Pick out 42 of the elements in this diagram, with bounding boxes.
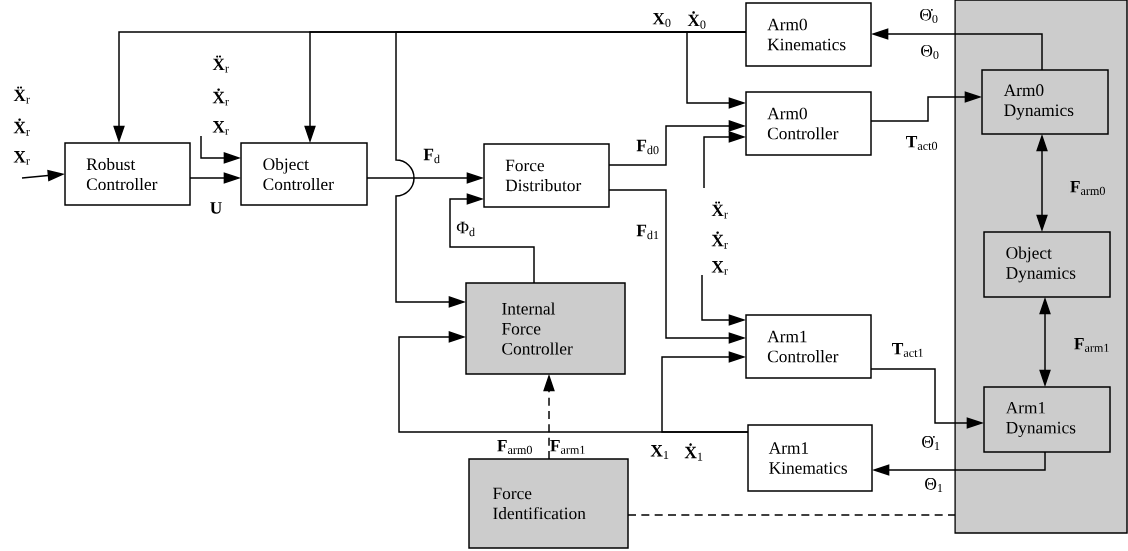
signal-label: Θ̇$_{1}$ xyxy=(922,436,940,450)
signal-label: Ẍ$_{r}$ xyxy=(212,55,229,73)
signal-label: F$_{arm1}$ xyxy=(550,440,585,454)
signal-label: X$_{r}$ xyxy=(212,121,229,135)
edge-label: F$_{d}$ xyxy=(422,147,442,165)
edge-label: F$_{d1}$ xyxy=(635,223,662,241)
arrow xyxy=(686,31,747,109)
edge-label: T$_{act0}$ xyxy=(904,134,940,152)
signal-label: X$_{r}$ xyxy=(13,151,30,165)
signal-label: Ẍ$_{r}$ xyxy=(13,86,30,104)
signal-label: Θ̇$_{0}$ xyxy=(920,8,938,24)
signal-label: Ẋ$_{r}$ xyxy=(13,118,30,136)
identification-box: Force Identification xyxy=(468,458,629,549)
edge-label: Φ$_{d}$ xyxy=(454,220,478,238)
signal-label: Ẍ$_{r}$ xyxy=(711,201,728,219)
signal-label: Ẋ$_{r}$ xyxy=(212,88,229,106)
edge-label: U xyxy=(208,200,224,216)
signal-label: X$_{0}$ xyxy=(652,13,671,27)
signal-label: X$_{1}$ xyxy=(650,445,669,459)
controller-box: Robust Controller xyxy=(64,142,191,206)
kinematics-box: Arm0 Kinematics xyxy=(745,2,872,67)
controller-box: Arm1 Controller xyxy=(745,314,872,379)
controller-box: Internal Force Controller xyxy=(465,282,626,375)
dynamics-box: Arm1 Dynamics xyxy=(983,386,1111,453)
signal-label: Ẋ$_{r}$ xyxy=(711,231,728,249)
arrow xyxy=(449,193,535,284)
signal-label: Θ$_{1}$ xyxy=(925,478,943,492)
signal-label: Θ$_{0}$ xyxy=(921,44,939,60)
signal-label: X$_{r}$ xyxy=(711,261,728,275)
edge-label: T$_{act1}$ xyxy=(890,341,926,359)
controller-box: Arm0 Controller xyxy=(745,91,872,156)
kinematics-box: Arm1 Kinematics xyxy=(747,424,873,492)
connector-line xyxy=(627,514,956,516)
dynamics-box: Object Dynamics xyxy=(983,231,1111,298)
dynamics-box: Arm0 Dynamics xyxy=(981,69,1109,135)
signal-label: F$_{arm0}$ xyxy=(497,440,532,454)
signal-label: Ẋ$_{1}$ xyxy=(684,443,703,461)
arrow xyxy=(661,351,749,433)
controller-box: Object Controller xyxy=(240,142,368,206)
edge-label: F$_{d0}$ xyxy=(635,138,662,156)
signal-label: Ẋ$_{0}$ xyxy=(687,11,706,29)
distributor-box: Force Distributor xyxy=(483,143,610,208)
